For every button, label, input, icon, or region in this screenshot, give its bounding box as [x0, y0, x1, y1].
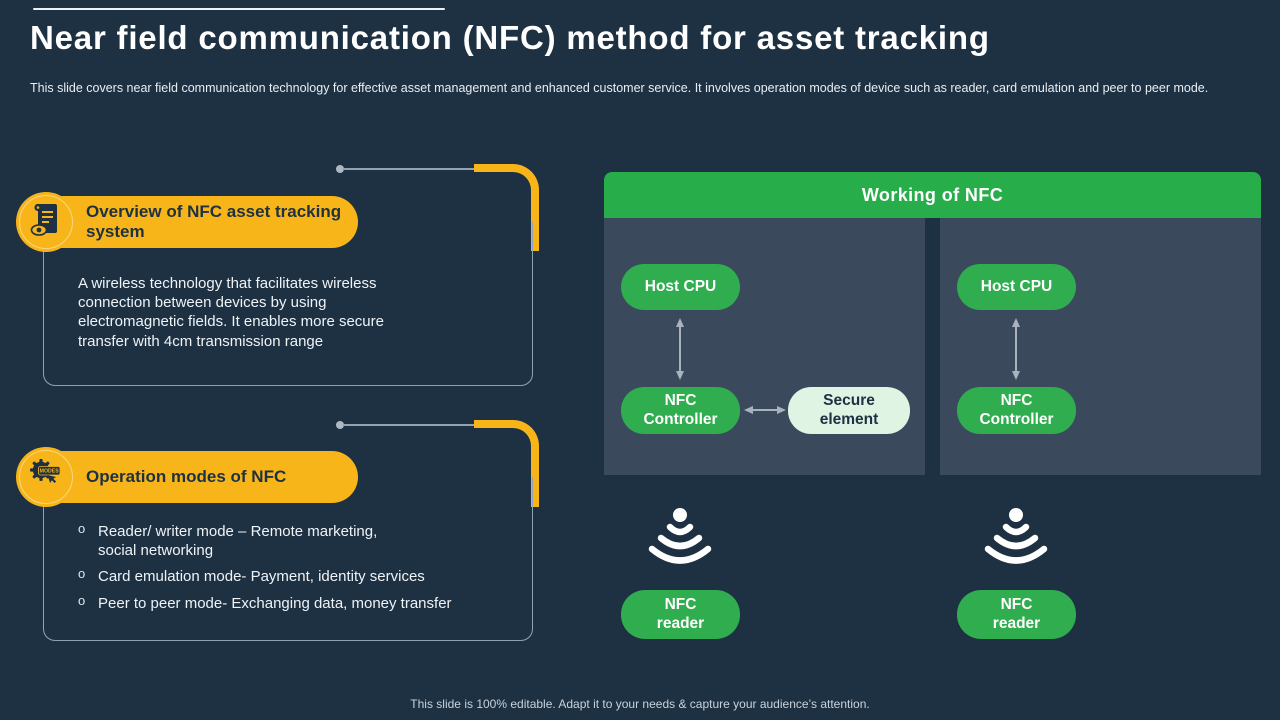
slide-subtitle: This slide covers near field communicati…	[30, 81, 1209, 95]
overview-icon-circle	[16, 192, 76, 252]
modes-outline-box	[43, 477, 533, 641]
connector-line	[343, 424, 476, 426]
nfc-signal-icon	[648, 508, 712, 564]
list-item: Card emulation mode- Payment, identity s…	[76, 566, 480, 586]
nfc-reader-node-a: NFC reader	[621, 590, 740, 639]
secure-element-node: Secure element	[788, 387, 910, 434]
device-panel-b	[940, 218, 1261, 475]
yellow-corner-accent	[474, 420, 539, 507]
modes-icon-circle: MODES	[16, 447, 76, 507]
diagram-header: Working of NFC	[604, 172, 1261, 218]
asset-document-eye-icon	[29, 201, 63, 244]
list-item: Reader/ writer mode – Remote marketing, …	[76, 521, 480, 560]
double-arrow-vertical-icon	[1012, 318, 1020, 380]
double-arrow-vertical-icon	[676, 318, 684, 380]
nfc-signal-icon	[984, 508, 1048, 564]
top-divider-line	[33, 8, 445, 10]
yellow-corner-accent	[474, 164, 539, 251]
gear-modes-hand-icon: MODES	[28, 457, 64, 498]
host-cpu-node-a: Host CPU	[621, 264, 740, 310]
modes-badge-label: MODES	[40, 468, 60, 474]
double-arrow-horizontal-icon	[744, 406, 786, 414]
host-cpu-node-b: Host CPU	[957, 264, 1076, 310]
overview-outline-box	[43, 222, 533, 386]
connector-dot	[336, 421, 344, 429]
nfc-controller-node-b: NFC Controller	[957, 387, 1076, 434]
modes-heading: Operation modes of NFC	[86, 467, 287, 487]
connector-line	[343, 168, 476, 170]
device-panel-a	[604, 218, 925, 475]
overview-heading-pill: Overview of NFC asset tracking system	[20, 196, 358, 248]
list-item: Peer to peer mode- Exchanging data, mone…	[76, 593, 480, 613]
nfc-controller-node-a: NFC Controller	[621, 387, 740, 434]
modes-bullet-list: Reader/ writer mode – Remote marketing, …	[76, 521, 480, 620]
connector-dot	[336, 165, 344, 173]
overview-body: A wireless technology that facilitates w…	[78, 275, 384, 350]
overview-heading: Overview of NFC asset tracking system	[86, 202, 342, 241]
page-title: Near field communication (NFC) method fo…	[30, 19, 990, 56]
nfc-reader-node-b: NFC reader	[957, 590, 1076, 639]
footer-note: This slide is 100% editable. Adapt it to…	[410, 697, 870, 711]
modes-heading-pill: Operation modes of NFC	[20, 451, 358, 503]
